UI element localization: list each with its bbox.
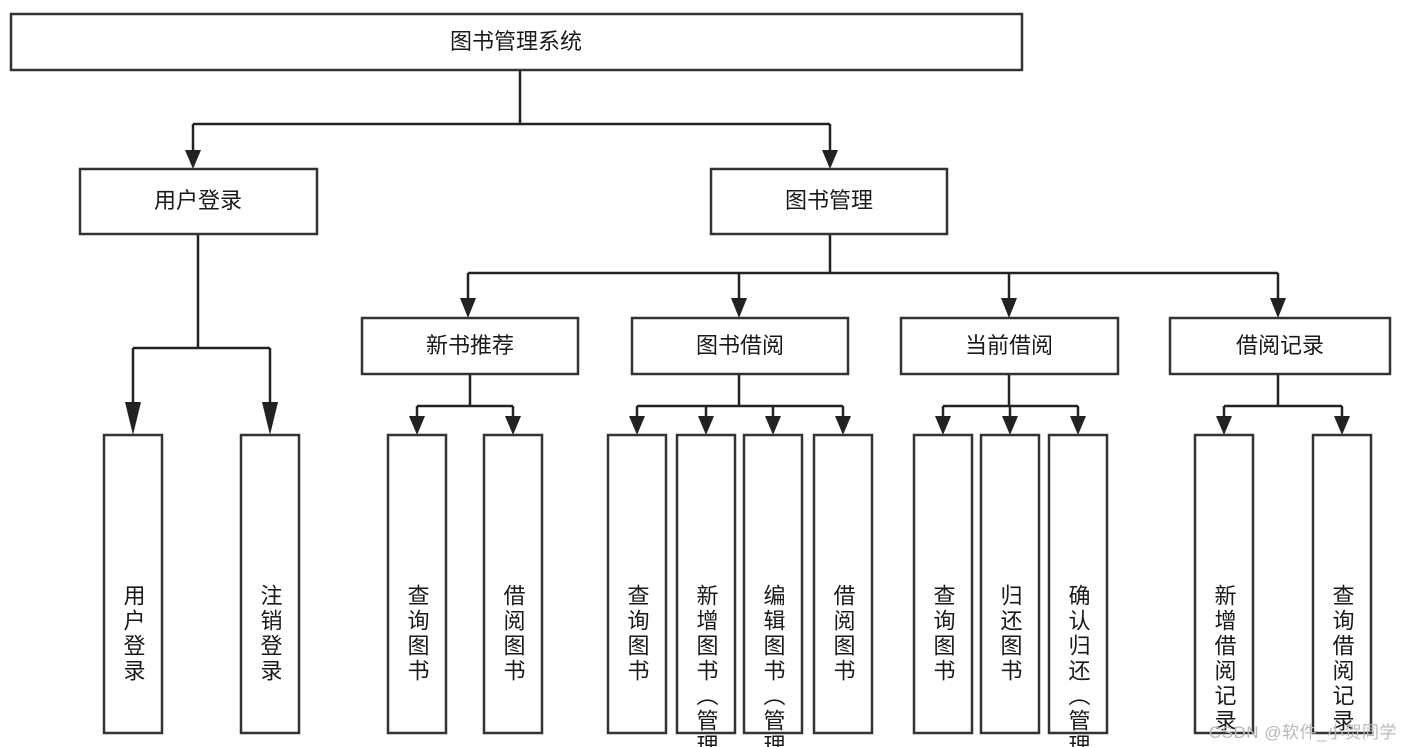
node-leaf-borrow-book-1[interactable]: 借阅图书 <box>482 433 544 735</box>
node-current-borrow[interactable]: 当前借阅 <box>899 316 1120 376</box>
node-user-login-label: 用户登录 <box>154 188 242 213</box>
node-leaf-return-book[interactable]: 归还图书 <box>979 433 1041 735</box>
node-new-book-recommend-label: 新书推荐 <box>426 333 514 358</box>
connector-group-book-management <box>460 234 1286 318</box>
arrow-head-leaf-edit-book <box>765 416 781 435</box>
node-leaf-query-book-3-label: 查询图书 <box>931 584 956 684</box>
node-leaf-borrow-book-1-label: 借阅图书 <box>501 584 526 684</box>
node-current-borrow-box[interactable] <box>899 316 1120 376</box>
node-root-box[interactable] <box>9 12 1024 72</box>
node-leaf-user-login-label: 用户登录 <box>121 584 146 684</box>
node-user-login-box[interactable] <box>78 167 319 236</box>
arrow-head-leaf-query-book-3 <box>935 416 951 435</box>
node-leaf-query-record-box[interactable] <box>1311 433 1373 735</box>
arrow-head-leaf-add-record <box>1216 416 1232 435</box>
node-book-management-label: 图书管理 <box>785 188 873 213</box>
node-leaf-edit-book[interactable]: 编辑图书（管理员） <box>742 433 804 747</box>
node-borrow-record-box[interactable] <box>1168 316 1392 376</box>
node-leaf-add-record-box[interactable] <box>1193 433 1255 735</box>
node-leaf-user-logout[interactable]: 注销登录 <box>239 433 301 735</box>
node-new-book-recommend-box[interactable] <box>360 316 580 376</box>
node-leaf-borrow-book-2-label: 借阅图书 <box>831 584 856 684</box>
arrow-head-leaf-user-login <box>125 402 141 435</box>
arrow-head-leaf-query-record <box>1334 416 1350 435</box>
node-book-borrow-label: 图书借阅 <box>696 333 784 358</box>
node-leaf-user-logout-box[interactable] <box>239 433 301 735</box>
node-leaf-query-book-2-box[interactable] <box>606 433 668 735</box>
node-leaf-edit-book-label: 编辑图书（管理员） <box>761 584 786 747</box>
node-leaf-add-book[interactable]: 新增图书（管理员） <box>675 433 737 747</box>
arrow-head-current-borrow <box>1001 298 1017 318</box>
node-leaf-query-book-1[interactable]: 查询图书 <box>386 433 448 735</box>
node-book-borrow[interactable]: 图书借阅 <box>630 316 850 376</box>
node-leaf-return-book-label: 归还图书 <box>998 584 1023 684</box>
node-leaf-user-login[interactable]: 用户登录 <box>102 433 164 735</box>
csdn-watermark: CSDN @软件_小贺同学 <box>1208 723 1397 742</box>
node-leaf-query-book-1-box[interactable] <box>386 433 448 735</box>
arrow-head-leaf-query-book-2 <box>629 416 645 435</box>
node-book-management-box[interactable] <box>709 167 949 236</box>
node-root-label: 图书管理系统 <box>450 29 582 54</box>
node-leaf-user-login-box[interactable] <box>102 433 164 735</box>
connector-group-user-login <box>125 234 278 435</box>
node-leaf-borrow-book-1-box[interactable] <box>482 433 544 735</box>
connector-group-root <box>185 70 838 169</box>
node-leaf-query-record-label: 查询借阅记录 <box>1330 584 1355 734</box>
connector-group-current-borrow <box>935 374 1086 435</box>
node-user-login[interactable]: 用户登录 <box>78 167 319 236</box>
node-leaf-return-book-box[interactable] <box>979 433 1041 735</box>
arrow-head-new-book-recommend <box>460 298 476 318</box>
connector-group-book-borrow <box>629 374 851 435</box>
arrow-head-leaf-query-book-1 <box>409 416 425 435</box>
node-leaf-query-book-2[interactable]: 查询图书 <box>606 433 668 735</box>
connector-group-borrow-record <box>1216 374 1350 435</box>
node-leaf-query-book-3-box[interactable] <box>912 433 974 735</box>
arrow-head-borrow-record <box>1270 298 1286 318</box>
node-leaf-add-record[interactable]: 新增借阅记录 <box>1193 433 1255 735</box>
node-leaf-confirm-return-label: 确认归还（管理员） <box>1066 584 1091 747</box>
connector-group-new-book-recommend <box>409 374 521 435</box>
node-leaf-user-logout-label: 注销登录 <box>258 584 283 684</box>
arrow-head-leaf-confirm-return <box>1070 416 1086 435</box>
arrow-head-leaf-add-book <box>698 416 714 435</box>
node-leaf-add-book-label: 新增图书（管理员） <box>694 584 719 747</box>
node-new-book-recommend[interactable]: 新书推荐 <box>360 316 580 376</box>
node-leaf-query-book-3[interactable]: 查询图书 <box>912 433 974 735</box>
node-root[interactable]: 图书管理系统 <box>9 12 1024 72</box>
node-current-borrow-label: 当前借阅 <box>965 333 1053 358</box>
node-borrow-record-label: 借阅记录 <box>1236 333 1324 358</box>
arrow-head-leaf-borrow-book-2 <box>835 416 851 435</box>
node-leaf-confirm-return[interactable]: 确认归还（管理员） <box>1047 433 1109 747</box>
arrow-head-leaf-borrow-book-1 <box>505 416 521 435</box>
node-leaf-borrow-book-2[interactable]: 借阅图书 <box>812 433 874 735</box>
arrow-head-leaf-user-logout <box>262 402 278 435</box>
node-leaf-edit-book-box[interactable] <box>742 433 804 735</box>
node-leaf-add-record-label: 新增借阅记录 <box>1212 584 1237 734</box>
node-book-borrow-box[interactable] <box>630 316 850 376</box>
node-leaf-confirm-return-box[interactable] <box>1047 433 1109 735</box>
node-leaf-add-book-box[interactable] <box>675 433 737 735</box>
node-leaf-query-record[interactable]: 查询借阅记录 <box>1311 433 1373 735</box>
node-leaf-query-book-1-label: 查询图书 <box>405 584 430 684</box>
node-leaf-query-book-2-label: 查询图书 <box>625 584 650 684</box>
arrow-head-user-login <box>185 150 201 169</box>
node-borrow-record[interactable]: 借阅记录 <box>1168 316 1392 376</box>
arrow-head-leaf-return-book <box>1002 416 1018 435</box>
node-leaf-borrow-book-2-box[interactable] <box>812 433 874 735</box>
node-book-management[interactable]: 图书管理 <box>709 167 949 236</box>
arrow-head-book-management <box>822 150 838 169</box>
arrow-head-book-borrow <box>731 298 747 318</box>
